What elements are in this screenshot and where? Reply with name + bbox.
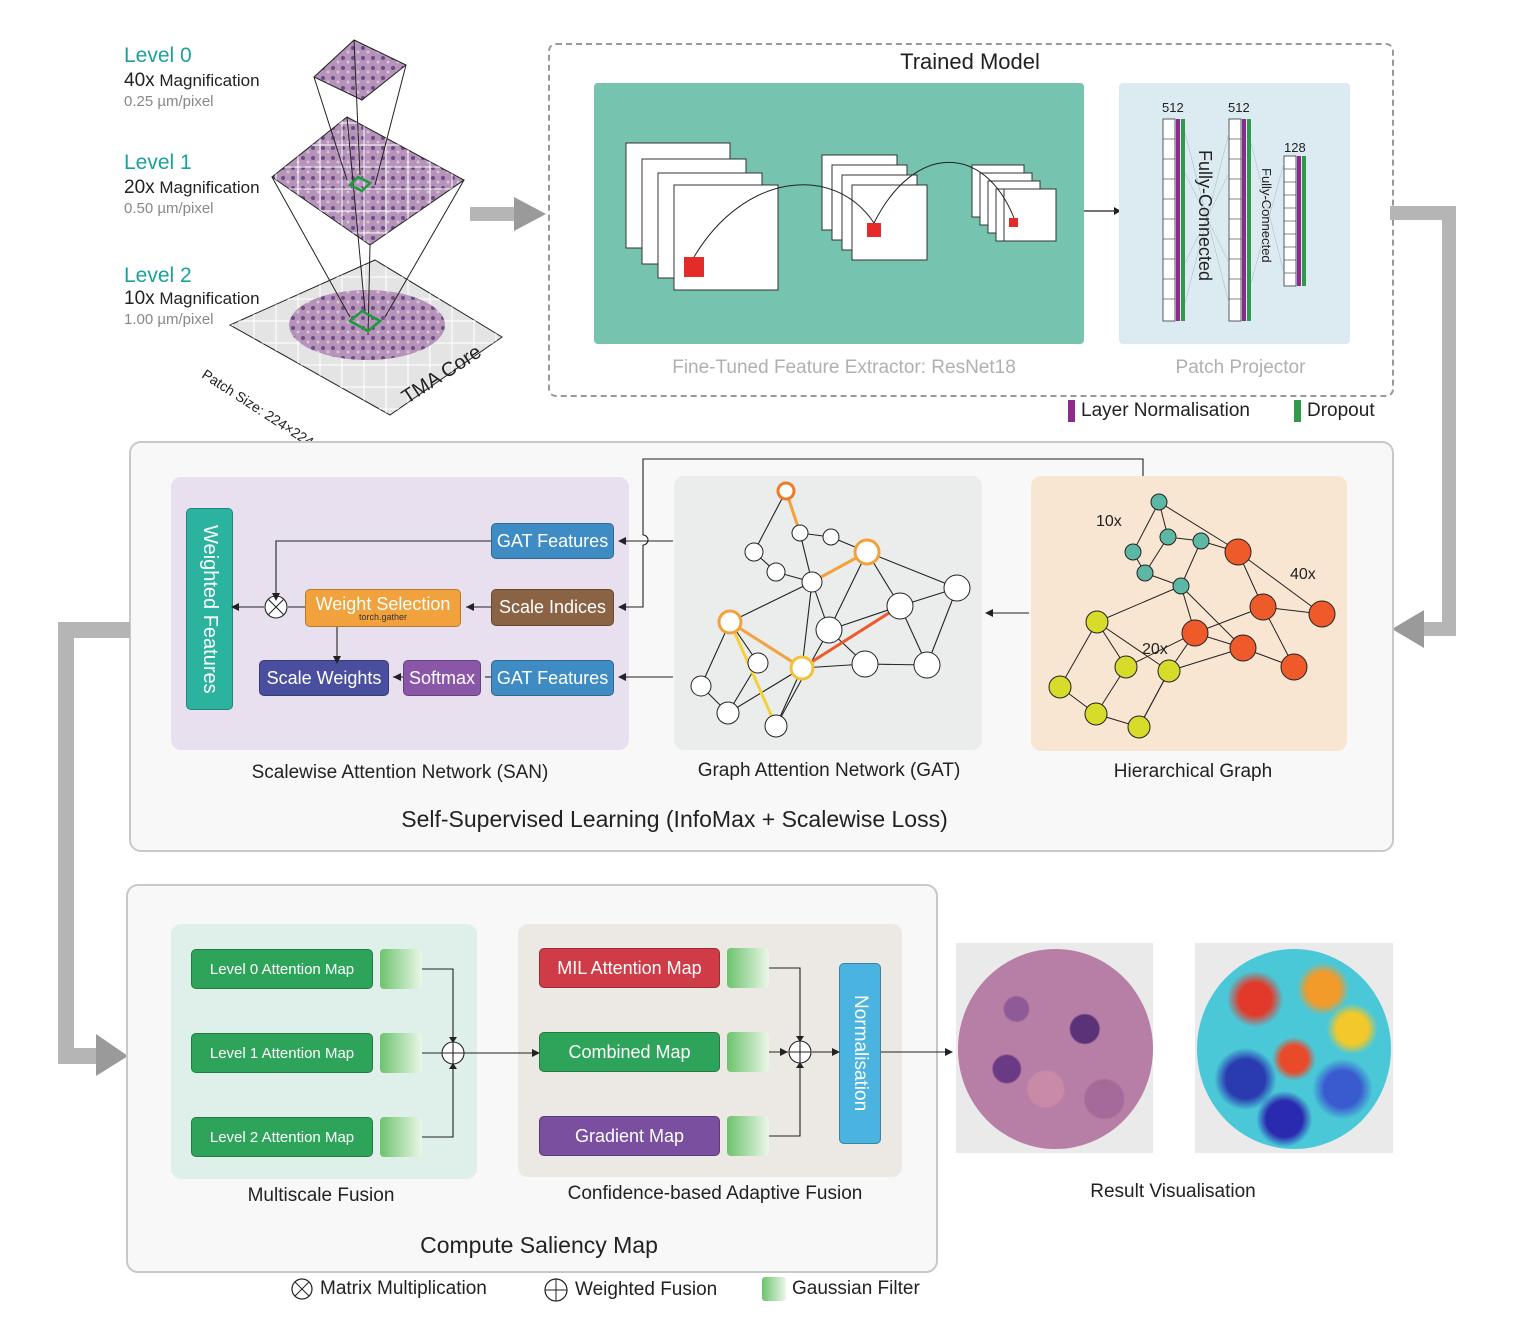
level-2-title: Level 2 xyxy=(124,264,192,287)
level-1-title: Level 1 xyxy=(124,151,192,174)
hg-label-10x: 10x xyxy=(1096,513,1122,530)
level-0-mag-word: Magnification xyxy=(159,71,260,90)
fusion-symbol-icon xyxy=(544,1278,568,1302)
legend-dropout: Dropout xyxy=(1294,400,1375,422)
torch-gather-label: torch.gather xyxy=(358,611,408,622)
level-1-mag-word: Magnification xyxy=(159,178,260,197)
result-heatmap-image xyxy=(1195,943,1393,1153)
he-tissue xyxy=(958,949,1153,1149)
combined-map-block: Combined Map xyxy=(539,1032,720,1072)
san-caption: Scalewise Attention Network (SAN) xyxy=(251,762,549,783)
weighted-features-block: Weighted Features xyxy=(186,508,233,710)
dropout-label: Dropout xyxy=(1307,400,1375,421)
gaussian-filter-0 xyxy=(380,949,422,989)
san-wiring xyxy=(231,458,1144,681)
arrow-to-saliency xyxy=(58,622,130,1076)
level-2-resolution: 1.00 µm/pixel xyxy=(124,311,214,328)
level-2-magnification: 10x Magnification xyxy=(124,288,260,310)
fully-connected-label-1: Fully-Connected xyxy=(1195,150,1215,282)
level-2-attention-block: Level 2 Attention Map xyxy=(191,1117,373,1157)
normalisation-label: Normalisation xyxy=(850,995,871,1112)
level-2-mag-num: 10x xyxy=(124,288,155,309)
saliency-title: Compute Saliency Map xyxy=(420,1232,658,1258)
hg-caption: Hierarchical Graph xyxy=(1113,761,1273,782)
normalisation-block: Normalisation xyxy=(839,963,881,1144)
level-1-resolution: 0.50 µm/pixel xyxy=(124,200,214,217)
gaussian-swatch-icon xyxy=(762,1277,786,1301)
resnet-diagram xyxy=(625,142,1121,291)
projector-dim-3: 128 xyxy=(1284,140,1306,155)
level-0-resolution: 0.25 µm/pixel xyxy=(124,93,214,110)
weighted-features-label: Weighted Features xyxy=(199,524,221,694)
saliency-wiring xyxy=(422,967,953,1138)
gaussian-filter-mil xyxy=(727,948,769,988)
level-1-magnification: 20x Magnification xyxy=(124,177,260,199)
gaussian-label: Gaussian Filter xyxy=(792,1278,920,1299)
projector-dim-2: 512 xyxy=(1228,100,1250,115)
level-1-mag-num: 20x xyxy=(124,177,155,198)
matmul-symbol-icon xyxy=(291,1278,313,1300)
matmul-label: Matrix Multiplication xyxy=(320,1278,487,1299)
heatmap-tissue xyxy=(1197,949,1391,1149)
level-0-title: Level 0 xyxy=(124,44,192,67)
adaptive-caption: Confidence-based Adaptive Fusion xyxy=(567,1183,863,1204)
trained-model-title: Trained Model xyxy=(900,49,1040,74)
level-1-attention-block: Level 1 Attention Map xyxy=(191,1033,373,1073)
gat-features-top-block: GAT Features xyxy=(491,523,614,559)
projector-diagram xyxy=(1162,118,1306,322)
projector-caption: Patch Projector xyxy=(1175,357,1306,378)
weight-selection-label: Weight Selection xyxy=(315,593,451,614)
level-2-mag-word: Magnification xyxy=(159,289,260,308)
multiscale-caption: Multiscale Fusion xyxy=(247,1185,395,1206)
result-he-image xyxy=(956,943,1153,1153)
level-0-mag-num: 40x xyxy=(124,70,155,91)
ssl-title: Self-Supervised Learning (InfoMax + Scal… xyxy=(401,806,948,832)
softmax-block: Softmax xyxy=(403,660,481,696)
gaussian-filter-gradient xyxy=(727,1116,769,1156)
weight-selection-block: Weight Selection torch.gather xyxy=(305,589,461,627)
gaussian-filter-1 xyxy=(380,1033,422,1073)
layer-norm-label: Layer Normalisation xyxy=(1081,400,1250,421)
tissue-pyramid xyxy=(228,39,503,416)
scale-weights-block: Scale Weights xyxy=(259,660,389,696)
dropout-swatch xyxy=(1294,400,1301,422)
extractor-caption: Fine-Tuned Feature Extractor: ResNet18 xyxy=(672,357,1016,378)
layer-norm-swatch xyxy=(1068,400,1075,422)
legend-layer-normalisation: Layer Normalisation xyxy=(1068,400,1250,422)
gat-caption: Graph Attention Network (GAT) xyxy=(697,760,961,781)
gradient-map-block: Gradient Map xyxy=(539,1116,720,1156)
arrow-to-trained-model xyxy=(470,197,546,231)
level-0-magnification: 40x Magnification xyxy=(124,70,260,92)
hierarchical-graph xyxy=(1048,493,1336,739)
gat-features-bottom-block: GAT Features xyxy=(491,660,614,696)
level-0-attention-block: Level 0 Attention Map xyxy=(191,949,373,989)
legend-gaussian-filter: Gaussian Filter xyxy=(762,1277,920,1301)
gaussian-filter-combined xyxy=(727,1032,769,1072)
tma-core-tissue xyxy=(289,290,445,360)
gaussian-filter-2 xyxy=(380,1117,422,1157)
fully-connected-label-2: Fully-Connected xyxy=(1259,168,1274,263)
fusion-label: Weighted Fusion xyxy=(575,1279,718,1300)
mil-attention-block: MIL Attention Map xyxy=(539,948,720,988)
hg-label-20x: 20x xyxy=(1142,641,1168,658)
hg-label-40x: 40x xyxy=(1290,566,1316,583)
gat-graph xyxy=(690,481,971,738)
legend-weighted-fusion: Weighted Fusion xyxy=(543,1277,717,1303)
scale-indices-block: Scale Indices xyxy=(491,589,614,626)
legend-matrix-multiplication: Matrix Multiplication xyxy=(290,1277,487,1301)
arrow-to-hierarchical-graph xyxy=(1390,206,1456,648)
level-0-tile xyxy=(313,39,407,101)
result-caption: Result Visualisation xyxy=(1090,1181,1256,1202)
projector-dim-1: 512 xyxy=(1162,100,1184,115)
